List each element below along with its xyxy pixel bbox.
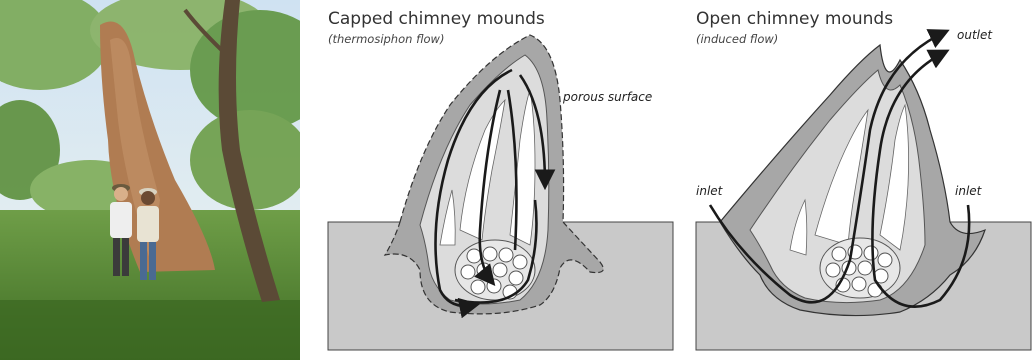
inlet-right-label: inlet [955,184,983,198]
outlet-label: outlet [957,28,993,42]
capped-panel-subtitle: (thermosiphon flow) [328,32,444,46]
capped-panel-title: Capped chimney mounds [328,9,545,29]
open-nest [820,238,900,298]
open-panel-title: Open chimney mounds [696,9,893,29]
capped-nest [455,240,535,300]
inlet-left-label: inlet [696,184,724,198]
porous-surface-label: porous surface [562,90,652,104]
open-chimney-panel: Open chimney mounds (induced flow) outle… [696,9,1031,350]
capped-chimney-panel: Capped chimney mounds (thermosiphon flow… [328,9,673,350]
open-panel-subtitle: (induced flow) [696,32,778,46]
